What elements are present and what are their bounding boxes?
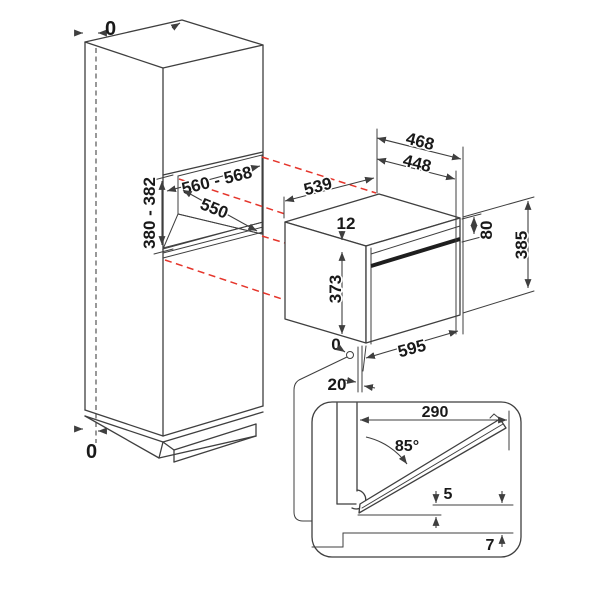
detail-reference-point: [346, 351, 354, 359]
fascia-height-value: 80: [477, 221, 496, 240]
oven-front-face: [365, 217, 461, 344]
tall-cabinet: [84, 19, 264, 463]
oven-height-total-value: 385: [512, 231, 531, 259]
niche-height-value: 380 - 382: [140, 177, 159, 249]
projection-line-lower-right: [261, 235, 286, 244]
oven-width-total-value: 595: [396, 336, 428, 362]
oven-door-handle-groove: [370, 237, 461, 268]
dim-oven-top-inset: 12: [337, 214, 356, 240]
dim-niche-depth: 550: [182, 189, 258, 232]
clearance-upper-value: 5: [444, 486, 453, 503]
projection-line-upper-left: [178, 178, 286, 215]
projection-line-top: [261, 156, 377, 194]
oven-depth-body-value: 448: [401, 151, 433, 176]
dim-clearance-lower: 7: [486, 535, 506, 554]
dim-oven-body-height: 373: [325, 252, 347, 334]
niche-depth-value: 550: [197, 194, 230, 222]
door-detail-inset: 290 85° 5 7: [311, 401, 522, 558]
oven-top-inset-value: 12: [337, 214, 356, 233]
oven-body-width-value: 539: [302, 174, 334, 200]
dim-door-protrusion: 20: [328, 345, 376, 394]
dim-oven-height-total: 385: [462, 196, 535, 314]
dim-niche-height: 380 - 382: [139, 174, 174, 255]
dim-cabinet-top-flush: 0: [74, 18, 116, 40]
dim-opening-angle: 85°: [365, 436, 419, 465]
dim-fascia-height: 80: [461, 213, 498, 243]
oven-depth-total-value: 468: [404, 129, 436, 154]
clearance-lower-value: 7: [486, 537, 495, 554]
opening-angle-value: 85°: [395, 438, 419, 455]
door-length-value: 290: [422, 404, 449, 421]
cabinet-bottom-flush-value: 0: [86, 441, 97, 463]
cabinet-plinth: [84, 415, 257, 463]
oven-body-height-value: 373: [326, 275, 345, 303]
dim-cabinet-bottom-flush: 0: [74, 425, 107, 463]
dim-clearance-upper: 5: [432, 486, 506, 528]
dim-door-length: 290: [360, 403, 510, 451]
oven: [284, 193, 461, 359]
cabinet-top-flush-value: 0: [105, 18, 116, 40]
projection-lines: [164, 156, 377, 301]
dim-oven-front-flush: 0: [331, 335, 346, 354]
projection-line-bottom: [164, 259, 286, 301]
door-protrusion-value: 20: [328, 375, 347, 394]
oven-front-flush-value: 0: [331, 335, 340, 354]
detail-leader-line: [293, 356, 348, 522]
dim-niche-width: 560 - 568: [166, 161, 261, 200]
niche-shelf-edge: [162, 221, 264, 259]
